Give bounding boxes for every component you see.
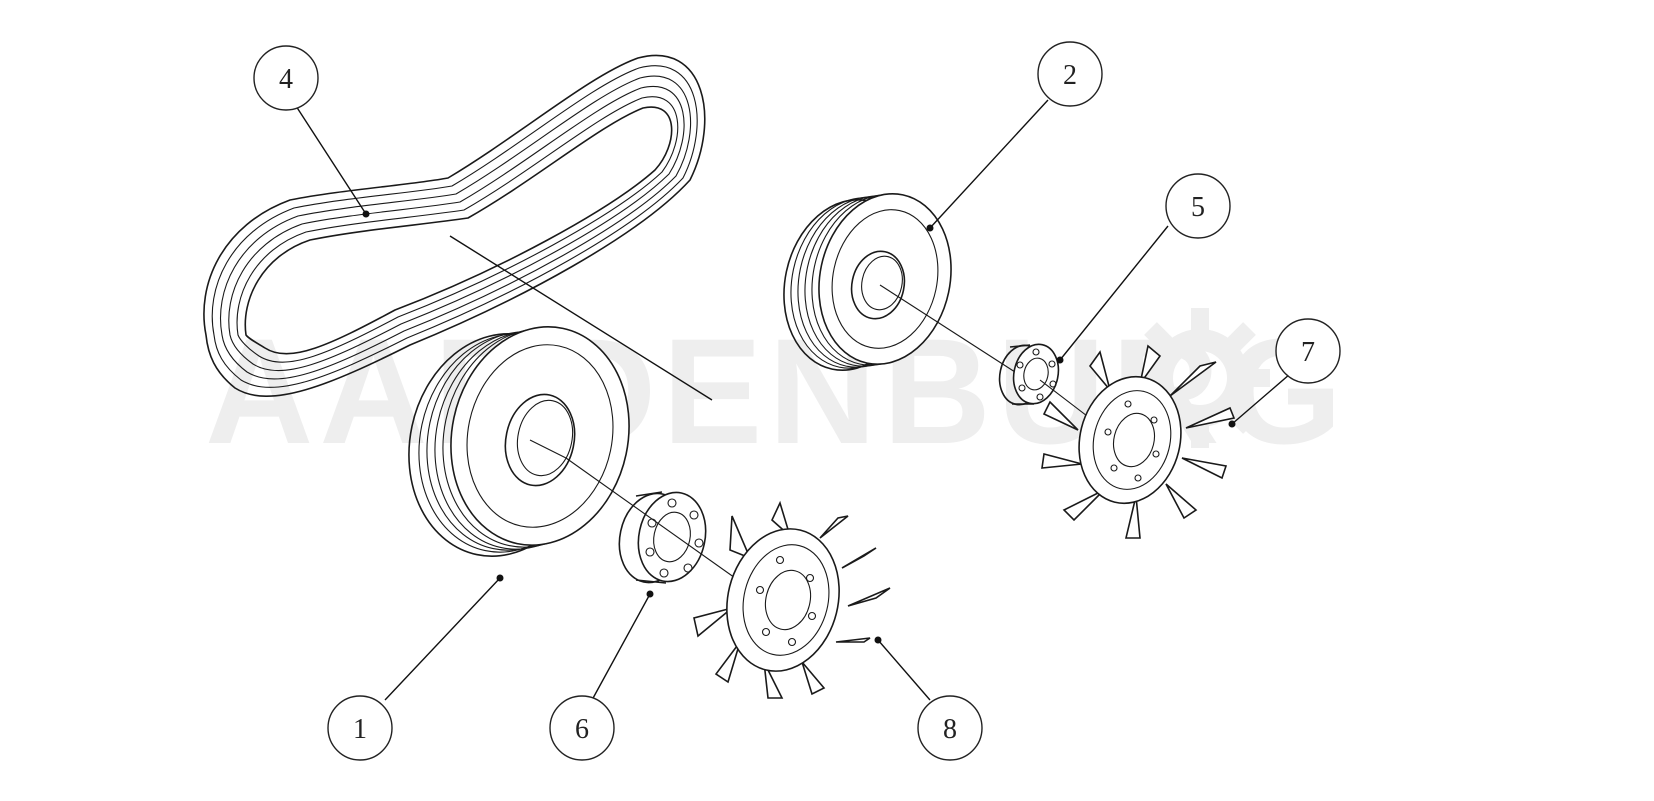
callout-number: 1 xyxy=(353,714,367,745)
callout-4: 4 xyxy=(253,45,319,111)
bushing-part-6 xyxy=(565,457,746,586)
callout-5: 5 xyxy=(1165,173,1231,239)
leader-line-7 xyxy=(1231,373,1291,425)
callout-number: 6 xyxy=(575,714,589,745)
fan-part-8 xyxy=(693,500,891,699)
belt-part-4 xyxy=(203,54,706,397)
leader-line-2 xyxy=(929,99,1049,229)
leader-line-8 xyxy=(877,639,931,701)
callout-number: 8 xyxy=(943,714,957,745)
callout-number: 7 xyxy=(1301,337,1315,368)
callout-number: 4 xyxy=(279,64,293,95)
leader-line-5 xyxy=(1059,225,1169,361)
belt-axis-line xyxy=(449,235,713,401)
fan-part-7 xyxy=(1041,344,1236,539)
callout-2: 2 xyxy=(1037,41,1103,107)
pulley-part-2 xyxy=(783,193,1016,373)
callout-number: 2 xyxy=(1063,60,1077,91)
leader-line-6 xyxy=(591,593,651,701)
callout-number: 5 xyxy=(1191,192,1205,223)
callout-6: 6 xyxy=(549,695,615,761)
leader-line-1 xyxy=(384,577,501,701)
callout-1: 1 xyxy=(327,695,393,761)
callout-8: 8 xyxy=(917,695,983,761)
callout-7: 7 xyxy=(1275,318,1341,384)
leader-line-4 xyxy=(295,105,367,215)
leader-lines xyxy=(295,99,1291,701)
pulley-part-1 xyxy=(408,326,630,557)
